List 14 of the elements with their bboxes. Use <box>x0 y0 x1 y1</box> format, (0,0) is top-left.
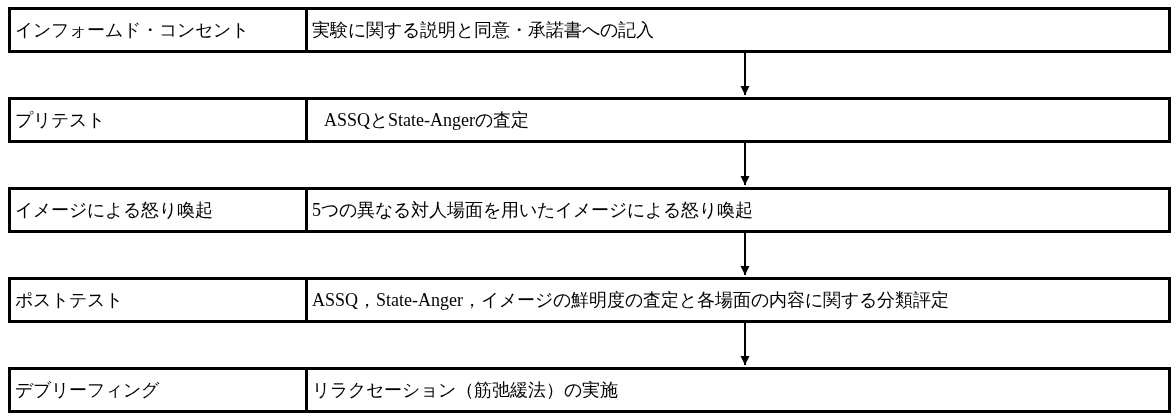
arrow <box>740 142 750 186</box>
step-description-box: ASSQ，State-Anger，イメージの鮮明度の査定と各場面の内容に関する分類評定 <box>305 277 1171 323</box>
step-description-box: 実験に関する説明と同意・承諾書への記入 <box>305 7 1171 53</box>
step-description-box: 5つの異なる対人場面を用いたイメージによる怒り喚起 <box>305 187 1171 233</box>
step-label-box: プリテスト <box>8 97 308 143</box>
arrow <box>740 322 750 366</box>
step-description-box: リラクセーション（筋弛緩法）の実施 <box>305 367 1171 413</box>
arrow <box>740 232 750 276</box>
step-label-box: デブリーフィング <box>8 367 308 413</box>
step-label-box: イメージによる怒り喚起 <box>8 187 308 233</box>
step-label-box: ポストテスト <box>8 277 308 323</box>
arrow <box>740 52 750 96</box>
step-label-box: インフォームド・コンセント <box>8 7 308 53</box>
step-description-box: ASSQとState-Angerの査定 <box>305 97 1171 143</box>
